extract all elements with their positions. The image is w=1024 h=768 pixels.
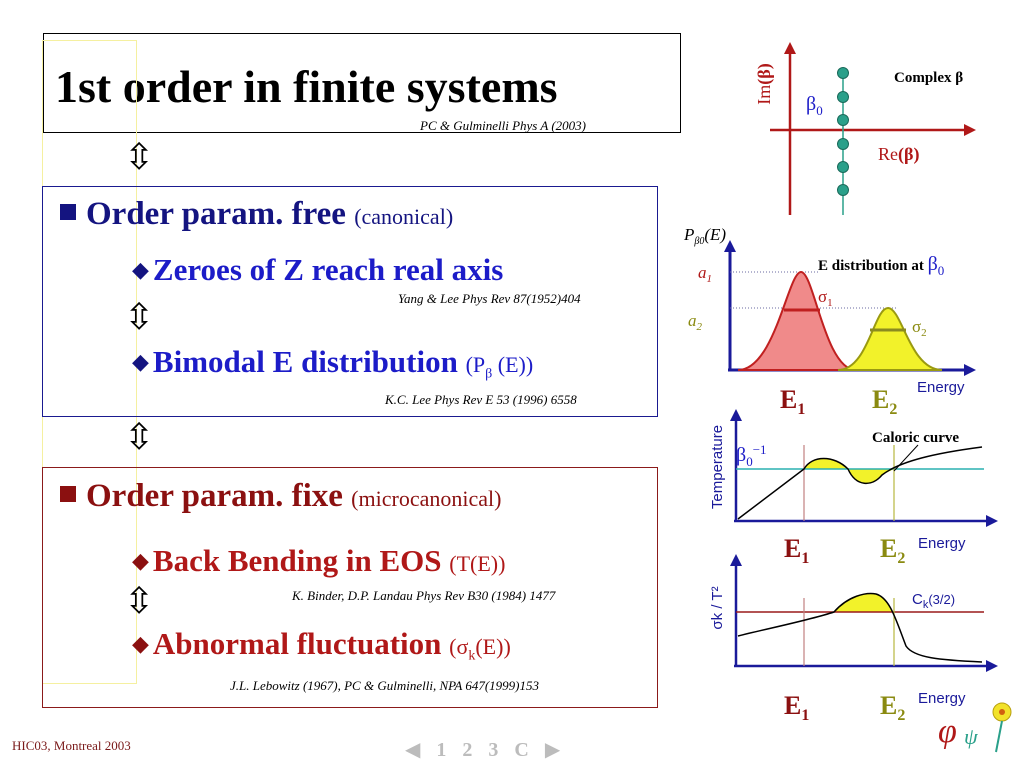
square-bullet-icon: [60, 204, 76, 220]
p-e-label: Pβ0(E): [683, 225, 726, 247]
x-axis-arrow-icon: [964, 364, 976, 376]
yang-lee-zero: [837, 161, 849, 173]
nav-link-3[interactable]: 3: [488, 739, 501, 761]
e2-label: E2: [872, 385, 897, 418]
double-arrow-icon: ⇳: [124, 297, 155, 338]
canonical-box: [42, 186, 658, 417]
y-axis-arrow-icon: [730, 409, 742, 421]
nav-link-1[interactable]: 1: [436, 739, 449, 761]
e1-label: E1: [784, 691, 809, 724]
logo-stem: [995, 720, 1003, 753]
beta0-label: β0: [806, 93, 823, 118]
re-axis-arrow-icon: [964, 124, 976, 136]
double-arrow-icon: ⇳: [124, 417, 155, 458]
caloric-curve: [737, 446, 983, 520]
diamond-bullet-icon: ◆: [132, 258, 149, 283]
diamond-bullet-icon: ◆: [132, 350, 149, 375]
nav-link-c[interactable]: C: [514, 739, 531, 761]
caloric-x-label: Energy: [918, 535, 966, 552]
x-axis-arrow-icon: [986, 515, 998, 527]
fluct-x-label: Energy: [918, 690, 966, 707]
double-arrow-icon: ⇳: [124, 137, 155, 178]
lebowitz-citation: J.L. Lebowitz (1967), PC & Gulminelli, N…: [230, 678, 539, 693]
yang-lee-zero: [837, 91, 849, 103]
fluct-curve: [737, 592, 983, 663]
next-arrow-icon[interactable]: ▶: [544, 739, 563, 761]
caloric-fill-1: [804, 458, 848, 469]
microcanonical-box: [42, 467, 658, 708]
complex-beta-label: Complex β: [894, 70, 963, 86]
temperature-label: Temperature: [709, 425, 726, 509]
e2-label: E2: [880, 534, 905, 567]
square-bullet-icon: [60, 486, 76, 502]
title-box: [43, 33, 681, 133]
slide-title: 1st order in finite systems: [55, 61, 558, 112]
a1-label: a1: [698, 263, 712, 285]
distribution-title: E distribution at β0: [818, 253, 944, 278]
zeros-group: [837, 67, 849, 196]
yang-lee-zero: [837, 138, 849, 150]
zeroes-item: ◆Zeroes of Z reach real axis: [132, 252, 504, 287]
y-axis-arrow-icon: [730, 554, 742, 566]
caloric-title: Caloric curve: [872, 430, 959, 446]
ck-label: Ck(3/2): [912, 591, 955, 611]
a2-label: a2: [688, 311, 703, 333]
double-arrow-icon: ⇳: [124, 581, 155, 622]
microcanonical-heading: Order param. fixe (microcanonical): [60, 478, 501, 515]
diamond-bullet-icon: ◆: [132, 632, 149, 657]
yang-lee-zero: [837, 184, 849, 196]
yang-lee-citation: Yang & Lee Phys Rev 87(1952)404: [398, 291, 581, 306]
logo-glyph: φ: [938, 713, 957, 750]
canonical-heading: Order param. free (canonical): [60, 196, 453, 233]
im-axis-arrow-icon: [784, 42, 796, 54]
yang-lee-zero: [837, 114, 849, 126]
back-bending-item: ◆Back Bending in EOS (T(E)): [132, 543, 506, 578]
im-beta-label: Im(β): [754, 63, 775, 104]
lee-citation: K.C. Lee Phys Rev E 53 (1996) 6558: [385, 392, 577, 407]
title-citation: PC & Gulminelli Phys A (2003): [420, 118, 586, 133]
caloric-fill-2: [848, 469, 894, 484]
y-axis-arrow-icon: [724, 240, 736, 252]
fluctuation-diagram: σk / T² Ck(3/2) E1 E2 Energy: [709, 554, 998, 724]
e1-label: E1: [780, 385, 805, 418]
e2-label: E2: [880, 691, 905, 724]
fluctuation-item: ◆Abnormal fluctuation (σk(E)): [132, 626, 511, 664]
nav-link-2[interactable]: 2: [462, 739, 475, 761]
sigma1-label: σ1: [818, 287, 833, 309]
logo-flower-center: [999, 709, 1005, 715]
e1-label: E1: [784, 534, 809, 567]
sigma-k-label: σk / T²: [709, 586, 726, 629]
distribution-x-label: Energy: [917, 379, 965, 396]
caloric-pointer: [893, 444, 919, 472]
footer-text: HIC03, Montreal 2003: [12, 738, 131, 753]
prev-arrow-icon[interactable]: ◀: [405, 739, 423, 761]
bimodal-item: ◆Bimodal E distribution (Pβ (E)): [132, 344, 534, 382]
caloric-curve-diagram: Temperature β0−1 Caloric curve E1 E2 Ene…: [709, 409, 998, 567]
logo-icon: φ ψ: [938, 702, 1012, 753]
fluct-fill: [834, 593, 892, 612]
binder-citation: K. Binder, D.P. Landau Phys Rev B30 (198…: [292, 588, 556, 603]
yang-lee-zero: [837, 67, 849, 79]
peak-1: [737, 270, 857, 371]
sigma2-label: σ2: [912, 317, 927, 339]
x-axis-arrow-icon: [986, 660, 998, 672]
complex-plane-diagram: Im(β) β0 Complex β Re(β): [754, 42, 976, 215]
peak-2: [837, 306, 943, 371]
diamond-bullet-icon: ◆: [132, 549, 149, 574]
energy-distribution-diagram: Pβ0(E) a1 a2 E distribution at β0 σ1 σ2 …: [683, 225, 976, 418]
re-beta-label: Re(β): [878, 144, 919, 165]
logo-glyph: ψ: [964, 724, 978, 749]
beta0-inverse-label: β0−1: [736, 442, 767, 469]
